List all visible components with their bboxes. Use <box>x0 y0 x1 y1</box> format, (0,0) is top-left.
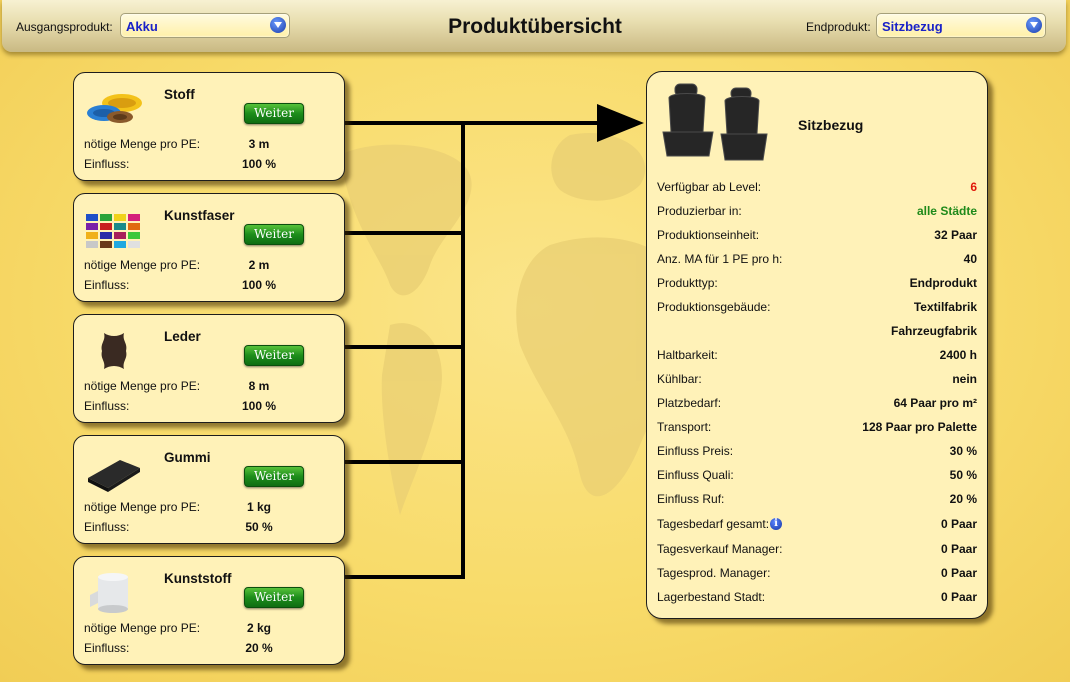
quantity-label: nötige Menge pro PE: <box>84 621 201 635</box>
material-card-kunstfaser: Kunstfaser Weiter nötige Menge pro PE: 2… <box>73 193 345 302</box>
plastic-roll-icon <box>90 573 128 613</box>
product-row-influence-quality: Einfluss Quali:50 % <box>657 468 977 482</box>
quantity-value: 8 m <box>248 379 270 393</box>
page-title: Produktübersicht <box>448 15 622 38</box>
source-product-dropdown[interactable]: Akku <box>120 13 290 38</box>
product-row-space: Platzbedarf:64 Paar pro m² <box>657 396 977 410</box>
quantity-label: nötige Menge pro PE: <box>84 379 201 393</box>
weiter-button[interactable]: Weiter <box>244 224 304 245</box>
quantity-value: 2 kg <box>246 621 271 635</box>
influence-value: 50 % <box>245 520 273 534</box>
influence-value: 100 % <box>241 157 277 171</box>
material-card-leder: Leder Weiter nötige Menge pro PE: 8 m Ei… <box>73 314 345 423</box>
material-name: Kunststoff <box>164 571 232 586</box>
product-row-type: Produkttyp:Endprodukt <box>657 276 977 290</box>
target-product-value: Sitzbezug <box>882 19 943 34</box>
material-name: Kunstfaser <box>164 208 235 223</box>
fabric-rolls-icon <box>87 94 142 123</box>
influence-value: 100 % <box>241 278 277 292</box>
info-icon[interactable]: i <box>770 518 783 530</box>
product-row-workers: Anz. MA für 1 PE pro h:40 <box>657 252 977 266</box>
product-row-level: Verfügbar ab Level:6 <box>657 180 977 194</box>
chevron-down-icon <box>270 17 286 33</box>
header-bar: Ausgangsprodukt: Akku Endprodukt: Sitzbe… <box>2 0 1066 52</box>
influence-label: Einfluss: <box>84 278 130 292</box>
arrow-head-icon <box>597 104 644 142</box>
seat-cover-icon <box>662 83 768 161</box>
product-row-daily-sales: Tagesverkauf Manager:0 Paar <box>657 542 977 556</box>
weiter-button[interactable]: Weiter <box>244 345 304 366</box>
product-row-building-2: Fahrzeugfabrik <box>890 324 977 338</box>
influence-label: Einfluss: <box>84 157 130 171</box>
thread-spools-icon <box>86 214 140 248</box>
product-row-transport: Transport:128 Paar pro Palette <box>657 420 977 434</box>
chevron-down-icon <box>1026 17 1042 33</box>
influence-label: Einfluss: <box>84 520 130 534</box>
influence-label: Einfluss: <box>84 641 130 655</box>
product-name: Sitzbezug <box>798 117 864 133</box>
product-row-producible: Produzierbar in:alle Städte <box>657 204 977 218</box>
quantity-value: 2 m <box>248 258 270 272</box>
product-detail-panel: Sitzbezug Verfügbar ab Level:6 Produzier… <box>646 71 988 619</box>
product-row-influence-reputation: Einfluss Ruf:20 % <box>657 492 977 506</box>
material-card-stoff: Stoff Weiter nötige Menge pro PE: 3 m Ei… <box>73 72 345 181</box>
quantity-label: nötige Menge pro PE: <box>84 500 201 514</box>
product-row-unit: Produktionseinheit:32 Paar <box>657 228 977 242</box>
product-row-daily-production: Tagesprod. Manager:0 Paar <box>657 566 977 580</box>
source-product-value: Akku <box>126 19 158 34</box>
rubber-block-icon <box>88 460 140 492</box>
quantity-label: nötige Menge pro PE: <box>84 137 201 151</box>
product-row-influence-price: Einfluss Preis:30 % <box>657 444 977 458</box>
quantity-value: 1 kg <box>246 500 271 514</box>
weiter-button[interactable]: Weiter <box>244 103 304 124</box>
influence-value: 20 % <box>245 641 273 655</box>
target-product-dropdown[interactable]: Sitzbezug <box>876 13 1046 38</box>
product-row-durability: Haltbarkeit:2400 h <box>657 348 977 362</box>
target-product-label: Endprodukt: <box>806 20 871 34</box>
influence-label: Einfluss: <box>84 399 130 413</box>
product-row-coolable: Kühlbar:nein <box>657 372 977 386</box>
quantity-value: 3 m <box>248 137 270 151</box>
weiter-button[interactable]: Weiter <box>244 466 304 487</box>
weiter-button[interactable]: Weiter <box>244 587 304 608</box>
influence-value: 100 % <box>241 399 277 413</box>
material-name: Leder <box>164 329 201 344</box>
product-row-stock: Lagerbestand Stadt:0 Paar <box>657 590 977 604</box>
material-name: Stoff <box>164 87 195 102</box>
material-card-kunststoff: Kunststoff Weiter nötige Menge pro PE: 2… <box>73 556 345 665</box>
source-product-label: Ausgangsprodukt: <box>16 20 113 34</box>
material-name: Gummi <box>164 450 211 465</box>
material-card-gummi: Gummi Weiter nötige Menge pro PE: 1 kg E… <box>73 435 345 544</box>
leather-hide-icon <box>101 333 127 369</box>
product-row-building: Produktionsgebäude:Textilfabrik <box>657 300 977 314</box>
quantity-label: nötige Menge pro PE: <box>84 258 201 272</box>
